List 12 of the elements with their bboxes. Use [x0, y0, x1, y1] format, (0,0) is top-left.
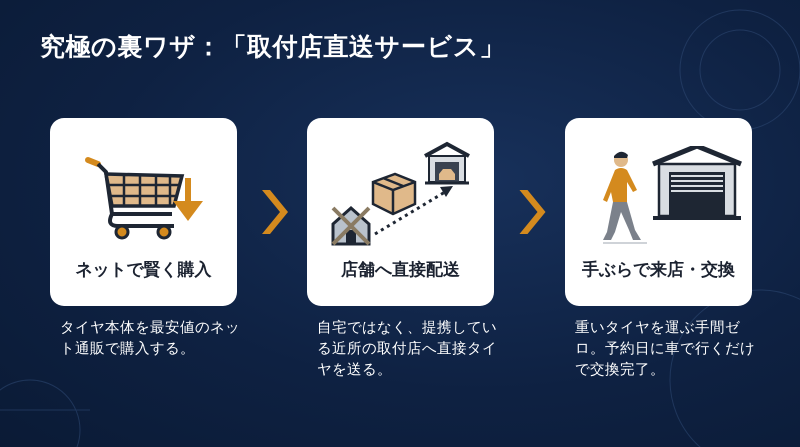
- step-description: 重いタイヤを運ぶ手間ゼロ。予約日に車で行くだけで交換完了。: [575, 318, 756, 380]
- chevron-arrow: [262, 190, 288, 234]
- step-title: ネットで賢く購入: [74, 259, 212, 281]
- step-description: 自宅ではなく、提携している近所の取付店へ直接タイヤを送る。: [317, 318, 498, 380]
- step-card: [307, 118, 494, 306]
- step-title: 店舗へ直接配送: [340, 259, 461, 281]
- step-title: 手ぶらで来店・交換: [581, 259, 736, 281]
- step-card: [565, 118, 752, 306]
- chevron-arrow: [520, 190, 546, 234]
- step-card: [50, 118, 237, 306]
- title: 究極の裏ワザ：「取付店直送サービス」: [40, 31, 505, 63]
- step-description: タイヤ本体を最安値のネット通販で購入する。: [60, 318, 241, 360]
